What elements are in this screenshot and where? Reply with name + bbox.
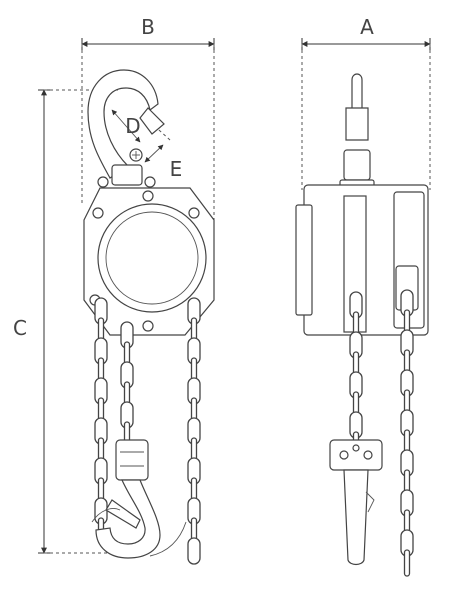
load-chain-middle — [120, 321, 134, 449]
hand-chain-right — [187, 297, 201, 565]
side-hand-chain — [400, 289, 414, 577]
side-view — [295, 73, 429, 577]
bottom-block — [115, 439, 149, 481]
top-hook — [87, 69, 159, 179]
dimension-label-d: D — [125, 114, 140, 138]
load-chain-left — [94, 297, 108, 545]
dimension-label-b: B — [141, 15, 155, 39]
dimension-label-a: A — [360, 15, 374, 39]
bottom-hook — [95, 479, 161, 559]
chain-link — [187, 537, 201, 565]
top-yoke — [111, 164, 143, 186]
dimension-c: C — [13, 89, 130, 554]
bottom-hook-latch — [105, 499, 141, 529]
dimension-d: D — [111, 109, 141, 143]
hook-latch — [139, 107, 165, 135]
side-load-chain — [349, 291, 363, 459]
dimension-label-c: C — [13, 316, 27, 340]
dimension-b: B — [81, 15, 215, 260]
hoist-drum — [97, 203, 207, 313]
side-bottom-hook — [343, 469, 369, 566]
dimension-a: A — [301, 15, 431, 190]
chain-link — [403, 549, 411, 577]
dimension-e: E — [144, 121, 183, 181]
front-view — [83, 69, 215, 565]
dimension-label-e: E — [170, 157, 183, 181]
